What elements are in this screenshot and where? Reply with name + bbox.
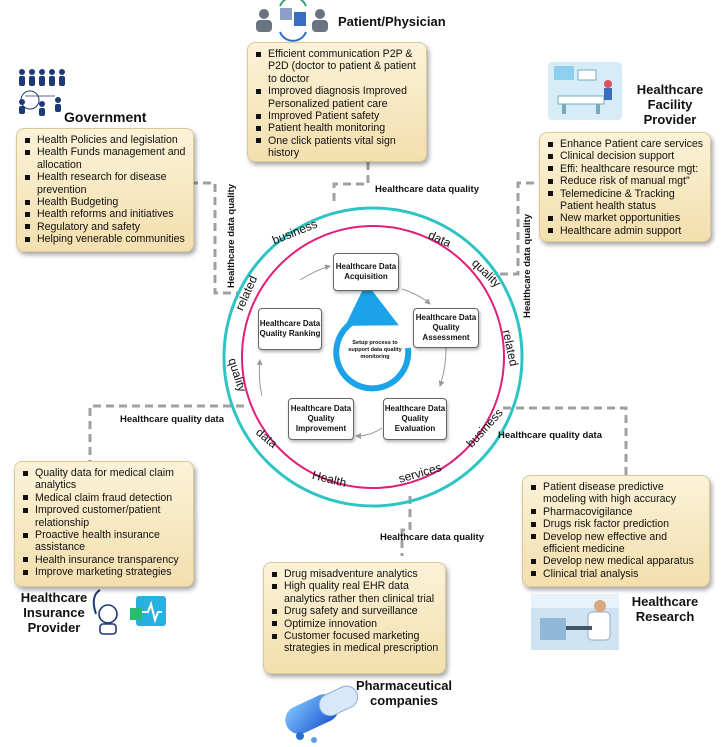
list-item: Pharmacovigilance (529, 506, 703, 518)
facility-box: Enhance Patient care services Clinical d… (539, 132, 711, 242)
pharma-box: Drug misadventure analytics High quality… (263, 562, 446, 674)
list-item: One click patients vital sign history (254, 135, 420, 160)
list-item: Develop new medical apparatus (529, 555, 703, 567)
research-list: Patient disease predictive modeling with… (529, 481, 703, 580)
research-link-label: Healthcare quality data (498, 430, 603, 441)
pharma-link-label: Healthcare data quality (380, 532, 485, 543)
process-cycle-arrow (333, 282, 412, 392)
patient-physician-box: Efficient communication P2P & P2D (docto… (247, 42, 427, 162)
list-item: Improved diagnosis Improved Personalized… (254, 85, 420, 110)
list-item: Telemedicine & Tracking Patient health s… (546, 188, 704, 213)
list-item: Health insurance transparency (21, 554, 187, 566)
step-label: Healthcare Data Quality Assessment (415, 313, 477, 342)
government-link-label: Healthcare data quality (226, 183, 237, 288)
patient-physician-list: Efficient communication P2P & P2D (docto… (254, 48, 420, 160)
list-item: Proactive health insurance assistance (21, 529, 187, 554)
research-title: Healthcare Research (631, 594, 699, 624)
list-item: Helping venerable communities (23, 233, 187, 245)
pharma-list: Drug misadventure analytics High quality… (270, 568, 439, 655)
inner-ring (241, 225, 505, 489)
step-evaluation: Healthcare Data Quality Evaluation (383, 398, 447, 440)
step-label: Healthcare Data Quality Improvement (290, 404, 352, 433)
list-item: Efficient communication P2P & P2D (docto… (254, 48, 420, 85)
list-item: Health reforms and initiatives (23, 208, 187, 220)
connector-insurance (88, 404, 246, 468)
list-item: New market opportunities (546, 212, 704, 224)
list-item: Improved customer/patient relationship (21, 504, 187, 529)
list-item: Health Funds management and allocation (23, 146, 187, 171)
research-box: Patient disease predictive modeling with… (522, 475, 710, 587)
step-ranking: Healthcare Data Quality Ranking (258, 308, 322, 350)
list-item: Health Policies and legislation (23, 134, 187, 146)
step-label: Healthcare Data Acquisition (335, 262, 397, 281)
list-item: Clinical decision support (546, 150, 704, 162)
government-box: Health Policies and legislation Health F… (16, 128, 194, 252)
connector-research (500, 406, 628, 475)
list-item: Health research for disease prevention (23, 171, 187, 196)
list-item: Regulatory and safety (23, 221, 187, 233)
process-center-label: Setup process to support data quality mo… (348, 340, 402, 360)
hospital-room-icon (548, 62, 622, 120)
insurance-list: Quality data for medical claim analytics… (21, 467, 187, 579)
pharma-title: Pharmaceutical companies (355, 678, 453, 708)
list-item: Improve marketing strategies (21, 566, 187, 578)
list-item: Drugs risk factor prediction (529, 518, 703, 530)
step-label: Healthcare Data Quality Evaluation (384, 404, 446, 433)
government-icon (19, 69, 65, 116)
insurance-icon (92, 589, 166, 635)
list-item: Effi: healthcare resource mgt: (546, 163, 704, 175)
list-item: Medical claim fraud detection (21, 492, 187, 504)
pills-icon (285, 685, 359, 743)
list-item: Drug misadventure analytics (270, 568, 439, 580)
list-item: Patient disease predictive modeling with… (529, 481, 703, 506)
insurance-box: Quality data for medical claim analytics… (14, 461, 194, 587)
step-label: Healthcare Data Quality Ranking (259, 319, 321, 338)
step-improvement: Healthcare Data Quality Improvement (288, 398, 354, 440)
step-arrows (256, 264, 447, 439)
list-item: Drug safety and surveillance (270, 605, 439, 617)
list-item: Health Budgeting (23, 196, 187, 208)
list-item: High quality real EHR data analytics rat… (270, 580, 439, 605)
government-title: Government (64, 109, 147, 125)
list-item: Clinical trial analysis (529, 568, 703, 580)
patient-link-label: Healthcare data quality (375, 184, 480, 195)
connector-government (190, 181, 238, 295)
step-acquisition: Healthcare Data Acquisition (333, 253, 399, 291)
list-item: Optimize innovation (270, 618, 439, 630)
patient-physician-title: Patient/Physician (338, 14, 446, 29)
insurance-title: Healthcare Insurance Provider (20, 590, 88, 635)
step-assessment: Healthcare Data Quality Assessment (413, 308, 479, 348)
government-list: Health Policies and legislation Health F… (23, 134, 187, 246)
list-item: Improved Patient safety (254, 110, 420, 122)
connector-patient (332, 162, 370, 204)
research-photo-icon (531, 594, 619, 650)
list-item: Quality data for medical claim analytics (21, 467, 187, 492)
list-item: Develop new effective and efficient medi… (529, 531, 703, 556)
facility-title: Healthcare Facility Provider (636, 82, 704, 127)
connector-pharma (400, 496, 412, 556)
list-item: Customer focused marketing strategies in… (270, 630, 439, 655)
facility-list: Enhance Patient care services Clinical d… (546, 138, 704, 237)
facility-link-label: Healthcare data quality (522, 213, 533, 318)
insurance-link-label: Healthcare quality data (120, 414, 225, 425)
list-item: Enhance Patient care services (546, 138, 704, 150)
outer-ring (222, 206, 524, 508)
patient-physician-icon (256, 0, 328, 42)
list-item: Healthcare admin support (546, 225, 704, 237)
list-item: Patient health monitoring (254, 122, 420, 134)
list-item: Reduce risk of manual mgt" (546, 175, 704, 187)
